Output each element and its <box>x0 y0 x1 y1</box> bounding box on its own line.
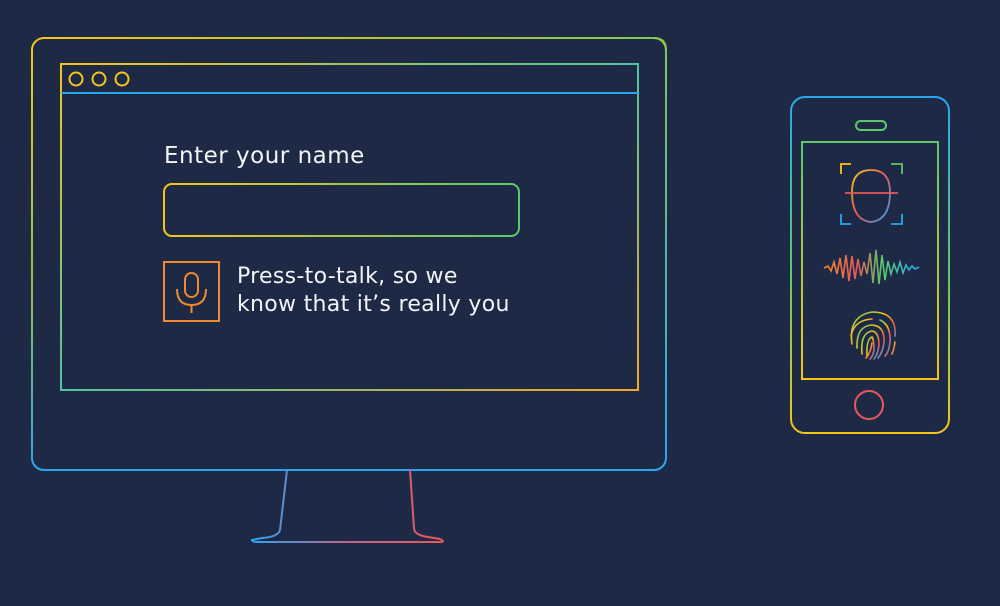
phone-screen <box>801 141 939 380</box>
name-input-border <box>163 183 520 237</box>
phone <box>790 96 950 434</box>
monitor-stand <box>250 469 444 543</box>
phone-frame <box>790 96 950 434</box>
monitor-frame <box>31 37 667 471</box>
window-control-icon-3[interactable] <box>114 71 130 87</box>
name-input[interactable] <box>166 186 516 234</box>
phone-home-button[interactable] <box>854 390 884 420</box>
window-control-icon-1[interactable] <box>68 71 84 87</box>
fingerprint-icon <box>850 311 896 360</box>
microphone-button[interactable] <box>163 261 220 322</box>
microphone-button-frame[interactable] <box>163 261 220 322</box>
browser-window <box>60 63 639 391</box>
monitor <box>31 37 667 543</box>
name-field-label: Enter your name <box>164 143 365 169</box>
press-to-talk-text-line1: Press-to-talk, so we <box>237 264 458 289</box>
voice-wave-icon <box>823 249 920 285</box>
press-to-talk-button[interactable] <box>164 262 220 322</box>
window-control-icon-2[interactable] <box>91 71 107 87</box>
phone-speaker <box>855 120 887 131</box>
face-scan-icon <box>840 163 903 225</box>
monitor-frame-top <box>44 37 667 458</box>
press-to-talk-text-line2: know that it’s really you <box>237 292 510 317</box>
microphone-icon <box>176 272 207 313</box>
